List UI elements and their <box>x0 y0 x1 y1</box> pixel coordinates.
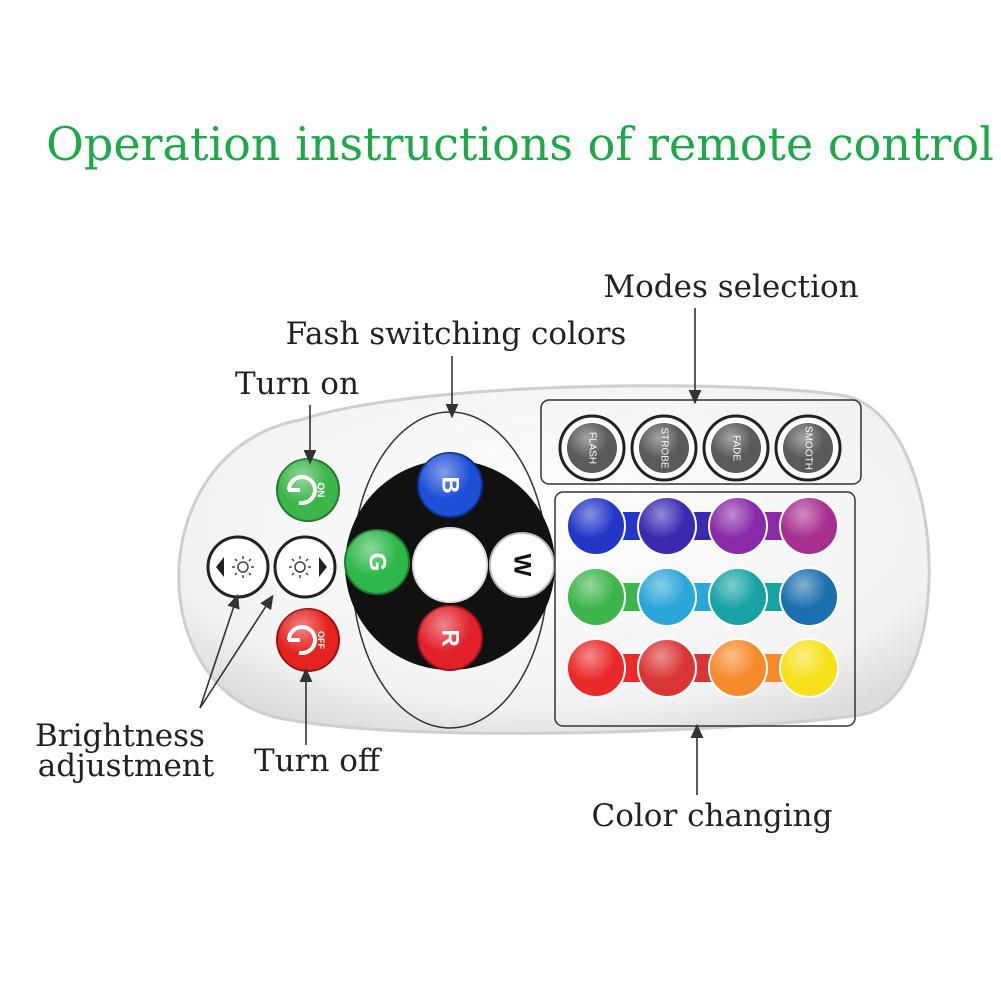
color-button[interactable] <box>566 638 626 698</box>
color-changing-box <box>554 491 856 727</box>
w-button[interactable]: W <box>489 532 555 598</box>
r-button[interactable]: R <box>417 605 483 671</box>
turn-off-button[interactable]: OFF <box>276 608 340 672</box>
chevron-right-icon <box>319 557 327 577</box>
b-button[interactable]: B <box>417 452 483 518</box>
color-button[interactable] <box>566 567 626 627</box>
brightness-label-line1: Brightness <box>35 718 205 754</box>
turn-on-label: Turn on <box>235 366 359 402</box>
mode-button-label: FADE <box>731 435 742 461</box>
turn-off-button-label: OFF <box>316 631 326 649</box>
turn-on-button-label: ON <box>315 483 326 498</box>
turn-on-button[interactable]: ON <box>276 458 340 522</box>
color-button[interactable] <box>637 567 697 627</box>
mode-button-label: FLASH <box>587 432 598 464</box>
mode-buttons: FLASH STROBE FADE SMOOTH <box>558 414 842 482</box>
turn-off-label: Turn off <box>254 743 382 779</box>
mode-button-label: SMOOTH <box>803 426 814 470</box>
page-title: Operation instructions of remote control <box>46 117 994 171</box>
b-button-label: B <box>437 476 464 493</box>
chevron-left-icon <box>216 557 224 577</box>
w-button-label: W <box>509 554 536 577</box>
modes-selection-label: Modes selection <box>603 269 858 305</box>
color-button[interactable] <box>708 638 768 698</box>
r-button-label: R <box>437 629 464 646</box>
brightness-label-line2: adjustment <box>38 748 215 784</box>
g-button[interactable]: G <box>344 529 410 595</box>
color-button[interactable] <box>779 638 839 698</box>
brightness-up-icon <box>289 556 311 578</box>
callout-arrows <box>199 308 704 795</box>
color-button[interactable] <box>566 496 626 556</box>
brightness-down-icon <box>232 556 254 578</box>
center-white-button[interactable] <box>412 527 488 603</box>
color-button[interactable] <box>708 567 768 627</box>
color-changing-label: Color changing <box>592 798 833 834</box>
color-button[interactable] <box>637 496 697 556</box>
color-button[interactable] <box>779 496 839 556</box>
mode-button-fade[interactable]: FADE <box>702 414 770 482</box>
g-button-label: G <box>364 553 391 572</box>
color-buttons <box>566 496 839 698</box>
brightness-down-button[interactable] <box>206 535 270 599</box>
color-button[interactable] <box>779 567 839 627</box>
mode-button-label: STROBE <box>659 427 670 468</box>
flash-switching-label: Fash switching colors <box>286 316 627 352</box>
mode-button-strobe[interactable]: STROBE <box>630 414 698 482</box>
mode-button-smooth[interactable]: SMOOTH <box>774 414 842 482</box>
mode-button-flash[interactable]: FLASH <box>558 414 626 482</box>
color-button[interactable] <box>708 496 768 556</box>
brightness-up-button[interactable] <box>273 535 337 599</box>
color-button[interactable] <box>637 638 697 698</box>
